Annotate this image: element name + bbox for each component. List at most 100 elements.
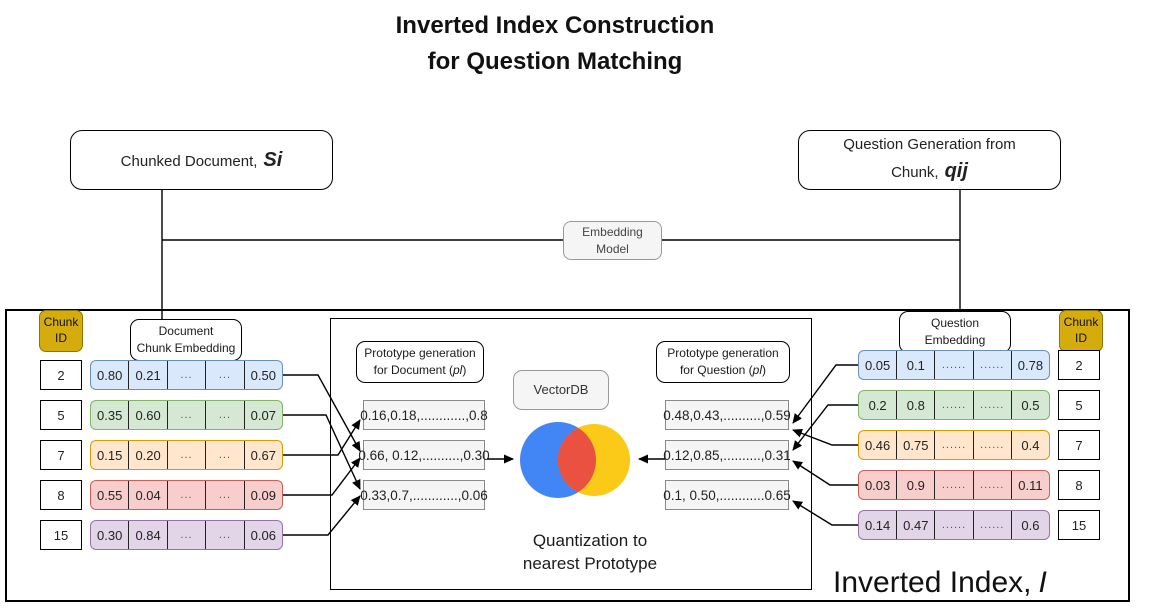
doc-chunk-id: 15 xyxy=(40,520,82,550)
embedding-cell: 0.05 xyxy=(864,357,891,373)
embedding-cell-dots: ... xyxy=(205,481,243,509)
embedding-cell: 0.11 xyxy=(1010,471,1049,499)
inverted-index-text: Inverted Index, xyxy=(833,566,1032,599)
embedding-cell-dots: ...... xyxy=(972,431,1011,459)
embedding-cell: 0.78 xyxy=(1010,351,1049,379)
embedding-cell: 0.55 xyxy=(97,487,123,503)
question-generation-var: qij xyxy=(944,160,968,183)
embedding-cell-dots: ... xyxy=(205,361,243,389)
page-title: Inverted Index Construction for Question… xyxy=(150,8,960,80)
arrow-q-row15 xyxy=(792,500,858,526)
question-chunk-id: 15 xyxy=(1058,510,1100,540)
embedding-model-line2: Model xyxy=(596,241,629,256)
embedding-cell: 0.1 xyxy=(896,351,934,379)
embedding-cell-dots: ...... xyxy=(934,511,972,539)
question-chunk-id: 5 xyxy=(1058,390,1100,420)
doc-prototype-box: 0.66, 0.12,..........,0.30 xyxy=(358,440,490,470)
document-chunk-embedding-label: Document Chunk Embedding xyxy=(130,319,242,361)
question-prototype-box: 0.48,0.43,..........,0.59 xyxy=(663,400,791,430)
embedding-cell-dots: ... xyxy=(205,441,243,469)
embedding-cell: 0.46 xyxy=(864,437,891,453)
embedding-cell: 0.04 xyxy=(128,481,166,509)
arrow-q-row8 xyxy=(792,460,858,486)
doc-chunk-id: 5 xyxy=(40,400,82,430)
question-prototype-box: 0.12,0.85,..........,0.31 xyxy=(663,440,791,470)
question-generation-text: Chunk, xyxy=(891,164,939,182)
doc-chunk-id: 8 xyxy=(40,480,82,510)
embedding-cell-dots: ...... xyxy=(972,351,1011,379)
arrow-doc-row15 xyxy=(283,495,361,536)
prototype-doc-line2: for Document ( xyxy=(373,363,453,377)
embedding-cell: 0.9 xyxy=(896,471,934,499)
question-chunk-id: 2 xyxy=(1058,350,1100,380)
arrow-doc-row2 xyxy=(283,374,361,452)
embedding-cell-dots: ...... xyxy=(934,391,972,419)
embedding-cell: 0.4 xyxy=(1010,431,1049,459)
prototype-question-label: Prototype generation for Question (pl) xyxy=(656,341,790,383)
embedding-cell: 0.8 xyxy=(896,391,934,419)
prototype-doc-label: Prototype generation for Document (pl) xyxy=(356,341,484,383)
embedding-cell: 0.20 xyxy=(128,441,166,469)
embedding-cell: 0.2 xyxy=(868,397,887,413)
prototype-doc-var: pl xyxy=(453,363,463,377)
venn-red-intersection xyxy=(557,427,596,493)
embedding-model-line1: Embedding xyxy=(582,225,643,240)
quantization-inner-box xyxy=(330,318,812,590)
doc-chunk-id: 7 xyxy=(40,440,82,470)
inverted-index-var: I xyxy=(1038,566,1047,599)
embedding-cell: 0.50 xyxy=(243,361,282,389)
embedding-cell-dots: ... xyxy=(166,481,205,509)
embedding-cell: 0.09 xyxy=(243,481,282,509)
embedding-cell: 0.15 xyxy=(97,447,123,463)
arrow-doc-row5 xyxy=(283,414,361,490)
doc-chunk-id: 2 xyxy=(40,360,82,390)
q-emb-label-line2: Embedding xyxy=(924,333,986,347)
question-prototype-box: 0.1, 0.50,............0.65 xyxy=(663,480,791,510)
question-generation-line1: Question Generation from xyxy=(843,135,1016,153)
embedding-model-box: Embedding Model xyxy=(563,221,662,260)
embedding-cell-dots: ...... xyxy=(934,471,972,499)
chunked-document-box: Chunked Document,Si xyxy=(70,130,333,190)
embedding-cell: 0.60 xyxy=(128,401,166,429)
doc-emb-label-line1: Document xyxy=(158,324,214,339)
embedding-cell-dots: ... xyxy=(205,521,243,549)
title-line1: Inverted Index Construction xyxy=(395,12,715,39)
inverted-index-title: Inverted Index,I xyxy=(833,566,1047,600)
arrow-q-row7 xyxy=(792,429,858,446)
question-chunk-id: 7 xyxy=(1058,430,1100,460)
prototype-doc-line1: Prototype generation xyxy=(364,346,476,361)
embedding-cell: 0.47 xyxy=(896,511,934,539)
embedding-cell: 0.6 xyxy=(1010,511,1049,539)
embedding-cell-dots: ... xyxy=(166,401,205,429)
embedding-cell: 0.30 xyxy=(97,527,123,543)
vectordb-box: VectorDB xyxy=(513,370,609,410)
chunk-id-left-line2: ID xyxy=(55,331,67,345)
embedding-cell: 0.67 xyxy=(243,441,282,469)
chunk-id-right-line2: ID xyxy=(1075,331,1087,345)
embedding-cell-dots: ...... xyxy=(934,351,972,379)
embedding-cell: 0.21 xyxy=(128,361,166,389)
embedding-cell-dots: ...... xyxy=(934,431,972,459)
chunk-id-header-right: Chunk ID xyxy=(1059,310,1103,352)
embedding-cell: 0.75 xyxy=(896,431,934,459)
arrow-doc-row8 xyxy=(283,457,361,496)
prototype-question-line1: Prototype generation xyxy=(667,346,779,361)
doc-prototype-box: 0.33,0.7,............,0.06 xyxy=(360,480,488,510)
quantization-line2: nearest Prototype xyxy=(522,553,658,573)
vectordb-venn-icon xyxy=(520,422,630,498)
prototype-question-line2: for Question ( xyxy=(679,363,753,377)
arrow-doc-row7 xyxy=(283,419,361,456)
arrow-q-row2 xyxy=(792,364,858,424)
question-embedding-label: Question Embedding xyxy=(899,311,1011,353)
embedding-cell: 0.03 xyxy=(864,477,891,493)
embedding-cell: 0.84 xyxy=(128,521,166,549)
